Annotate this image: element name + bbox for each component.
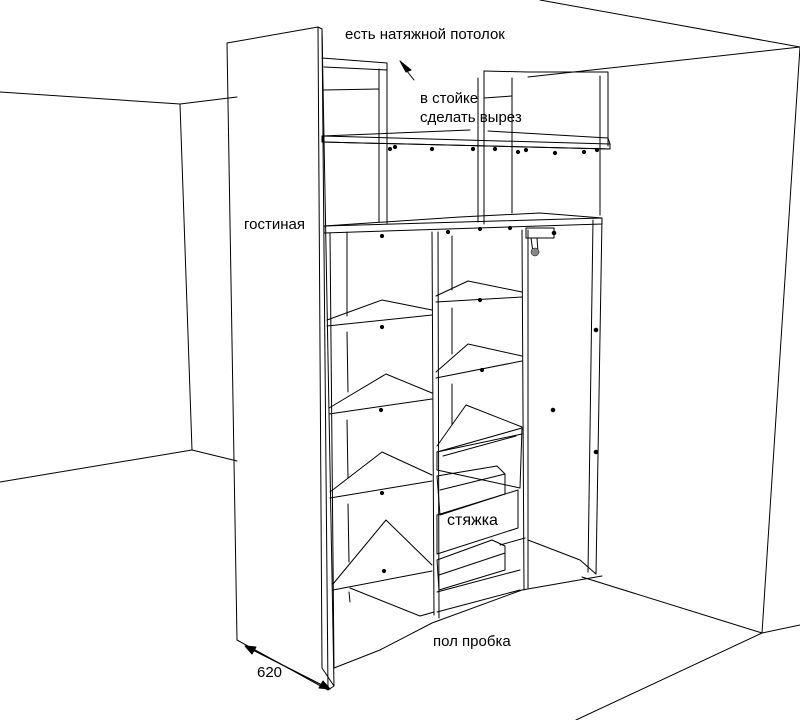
main-shelf bbox=[323, 212, 603, 234]
right-column bbox=[525, 217, 603, 575]
floor-note: пол пробка bbox=[433, 633, 511, 650]
ceiling-note: есть натяжной потолок bbox=[345, 26, 505, 43]
left-side-panel bbox=[226, 26, 335, 691]
cutout-note: в стойке сделать вырез bbox=[420, 90, 522, 126]
left-column bbox=[326, 231, 603, 669]
depth-dimension-label: 620 bbox=[257, 664, 283, 681]
tie-label: стяжка bbox=[447, 512, 498, 529]
middle-column bbox=[435, 229, 529, 613]
room-label: гостиная bbox=[244, 216, 305, 233]
annotations bbox=[244, 60, 526, 690]
shelf-pins bbox=[378, 144, 600, 574]
top-section bbox=[321, 57, 611, 225]
